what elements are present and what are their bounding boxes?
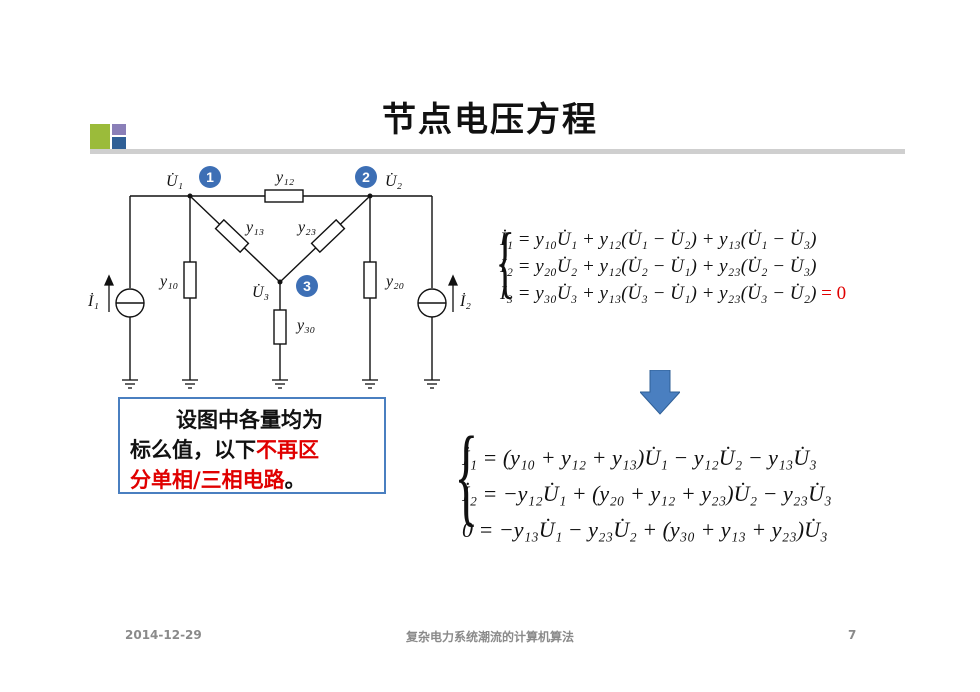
u2-label: U̇₂ xyxy=(385,173,403,190)
node-1-label: 1 xyxy=(206,169,214,185)
equation-system-bottom: İ₁ = (y₁₀ + y₁₂ + y₁₃)U̇₁ − y₁₂U̇₂ − y₁₃… xyxy=(462,440,832,548)
y20-label: y₂₀ xyxy=(384,273,404,290)
node-2-label: 2 xyxy=(362,169,370,185)
down-arrow-icon xyxy=(640,370,680,415)
slide-title: 节点电压方程 xyxy=(382,100,598,140)
brace-top: { xyxy=(495,218,515,306)
note-line-3b: 。 xyxy=(284,467,306,492)
node-1-badge: 1 xyxy=(199,166,221,188)
note-line-2a: 标么值，以下 xyxy=(130,437,256,462)
u3-label: U̇₃ xyxy=(252,284,269,301)
title-rule xyxy=(90,149,905,154)
note-line-2b: 不再区 xyxy=(256,437,319,462)
eq-top-1: İ₁ = y₁₀U̇₁ + y₁₂(U̇₁ − U̇₂) + y₁₃(U̇₁ −… xyxy=(500,229,817,250)
footer-page-number: 7 xyxy=(848,628,857,642)
node-2-badge: 2 xyxy=(355,166,377,188)
eq-bottom-1: İ₁ = (y₁₀ + y₁₂ + y₁₃)U̇₁ − y₁₂U̇₂ − y₁₃… xyxy=(462,445,817,470)
node-3-badge: 3 xyxy=(296,275,318,297)
note-line-1: 设图中各量均为 xyxy=(176,407,323,432)
current-arrows xyxy=(103,274,459,312)
y23-label: y₂₃ xyxy=(296,219,316,236)
eq-top-zero: = 0 xyxy=(821,283,847,304)
i2-label: İ₂ xyxy=(459,292,471,310)
node-3-label: 3 xyxy=(303,278,311,294)
note-box: 设图中各量均为 标么值，以下不再区 分单相/三相电路。 xyxy=(118,397,386,494)
eq-bottom-3: 0 = −y₁₃U̇₁ − y₂₃U̇₂ + (y₃₀ + y₁₃ + y₂₃)… xyxy=(462,517,828,542)
u1-label: U̇₁ xyxy=(166,173,183,190)
y10-label: y₁₀ xyxy=(158,273,178,290)
i1-label: İ₁ xyxy=(87,292,99,310)
footer-date: 2014-12-29 xyxy=(125,628,202,642)
eq-top-3: İ₃ = y₃₀U̇₃ + y₁₃(U̇₃ − U̇₁) + y₂₃(U̇₃ −… xyxy=(500,283,847,304)
footer-course: 复杂电力系统潮流的计算机算法 xyxy=(405,630,574,644)
note-line-3a: 分单相/三相电路 xyxy=(130,467,285,492)
y30-label: y₃₀ xyxy=(295,317,315,334)
ground-symbols xyxy=(122,379,440,389)
y12-label: y₁₂ xyxy=(274,169,295,186)
brace-bottom: { xyxy=(454,414,479,536)
eq-top-2: İ₂ = y₂₀U̇₂ + y₁₂(U̇₂ − U̇₁) + y₂₃(U̇₂ −… xyxy=(500,256,817,277)
eq-bottom-2: İ₂ = −y₁₂U̇₁ + (y₂₀ + y₁₂ + y₂₃)U̇₂ − y₂… xyxy=(462,481,832,506)
y13-label: y₁₃ xyxy=(244,219,264,236)
equation-system-top: İ₁ = y₁₀U̇₁ + y₁₂(U̇₁ − U̇₂) + y₁₃(U̇₁ −… xyxy=(500,226,846,307)
